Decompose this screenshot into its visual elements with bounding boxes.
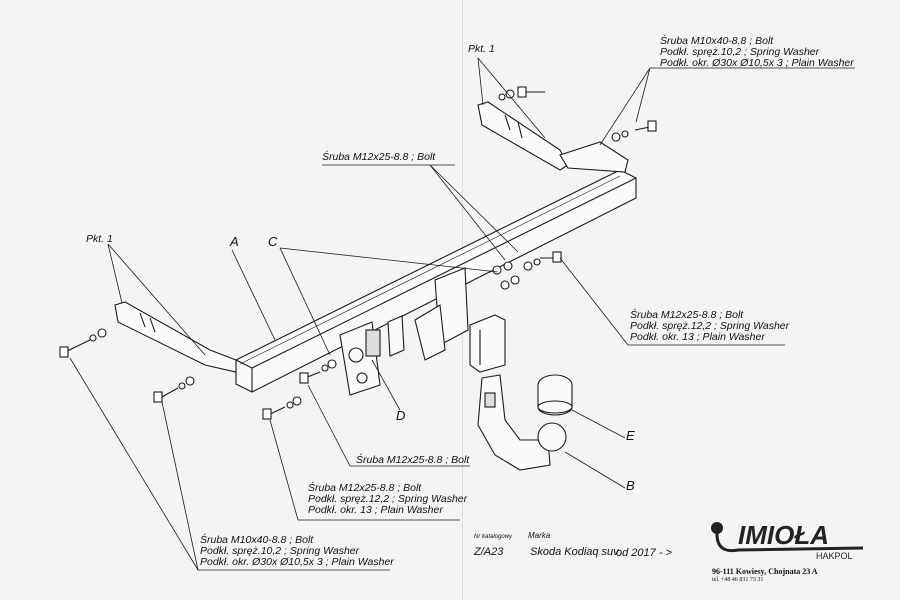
callout-line: Podkł. spręż.12,2 ; Spring Washer <box>630 320 790 332</box>
catalog-label: Nr katalogowy <box>474 534 513 540</box>
center-mount-plates <box>339 267 506 396</box>
ball-cap-E <box>537 374 573 416</box>
catalog-number: Z/A23 <box>474 546 504 558</box>
label-pkt1-left: Pkt. 1 <box>86 233 113 245</box>
callout-center-low: Śruba M12x25-8.8 ; Bolt <box>356 454 470 466</box>
callout-line: Podkł. okr. 13 ; Plain Washer <box>630 331 765 343</box>
label-D: D <box>396 408 406 423</box>
leader-lines <box>69 57 855 571</box>
callout-line: Podkł. okr. Ø30x Ø10,5x 3 ; Plain Washer <box>660 57 854 69</box>
callout-line: Śruba M10x40-8.8 ; Bolt <box>660 35 774 47</box>
label-B: B <box>626 478 635 493</box>
svg-text:HAKPOL: HAKPOL <box>816 551 853 561</box>
callout-line: Śruba M12x25-8.8 ; Bolt <box>308 482 422 494</box>
make-label: Marka <box>528 531 551 540</box>
callout-right-mid: Śruba M12x25-8.8 ; Bolt Podkł. spręż.12,… <box>630 310 789 343</box>
callout-line: Śruba M10x40-8.8 ; Bolt <box>200 534 314 546</box>
label-E: E <box>626 428 635 443</box>
callout-line: Śruba M12x25-8.8 ; Bolt <box>630 309 744 321</box>
callout-line: Podkł. spręż.12,2 ; Spring Washer <box>308 493 468 505</box>
label-C: C <box>268 234 278 249</box>
callout-bottom-mid: Śruba M12x25-8.8 ; Bolt Podkł. spręż.12,… <box>308 483 467 516</box>
company-address: 96-111 Kowiesy, Chojnata 23 A <box>712 567 818 576</box>
callout-bottom-left: Śruba M10x40-8.8 ; Bolt Podkł. spręż.10,… <box>200 535 394 568</box>
label-A: A <box>230 234 239 249</box>
callout-line: Podkł. spręż.10,2 ; Spring Washer <box>660 46 820 58</box>
vehicle-make: Skoda Kodiaq suv <box>530 546 619 558</box>
callout-top-center: Śruba M12x25-8.8 ; Bolt <box>322 151 436 163</box>
bolts-and-washers <box>59 86 657 420</box>
tow-ball-B <box>477 374 567 471</box>
callout-top-right: Śruba M10x40-8.8 ; Bolt Podkł. spręż.10,… <box>660 36 854 69</box>
callout-line: Podkł. okr. Ø30x Ø10,5x 3 ; Plain Washer <box>200 556 394 568</box>
label-pkt1-top: Pkt. 1 <box>468 43 495 55</box>
towbar-hook-logo-icon: IMIOŁA HAKPOL <box>711 520 864 561</box>
imiola-hakpol-logo: IMIOŁA HAKPOL <box>708 518 868 562</box>
callout-line: Podkł. spręż.10,2 ; Spring Washer <box>200 545 360 557</box>
callout-line: Podkł. okr. 13 ; Plain Washer <box>308 504 443 516</box>
right-bracket <box>477 101 629 173</box>
company-phone: tel. +48 46 831 73 31 <box>712 577 764 583</box>
left-bracket <box>114 301 237 373</box>
svg-text:IMIOŁA: IMIOŁA <box>738 520 829 550</box>
model-year: od 2017 - > <box>616 547 672 559</box>
